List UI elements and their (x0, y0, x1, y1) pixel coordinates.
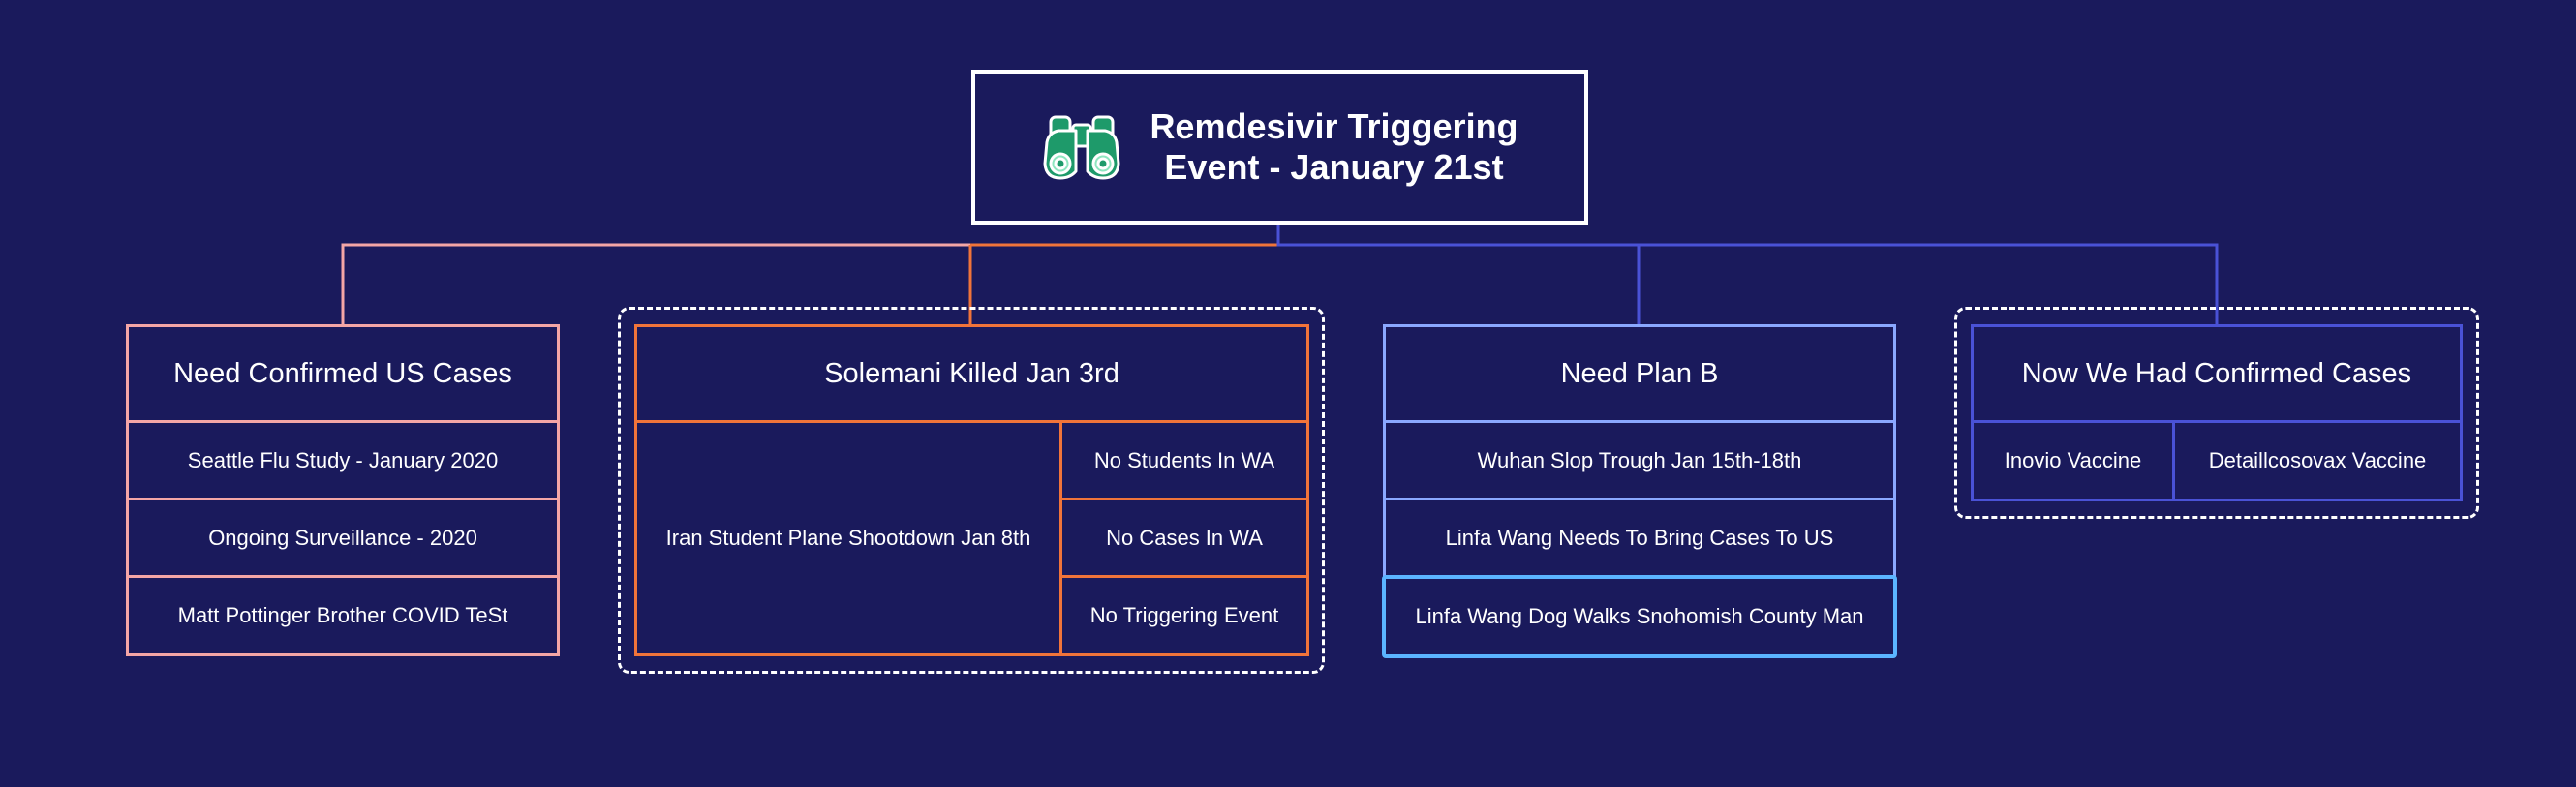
list-item: Inovio Vaccine (1971, 420, 2175, 501)
group-header: Need Plan B (1383, 324, 1896, 423)
group-header: Solemani Killed Jan 3rd (634, 324, 1309, 423)
list-item: Seattle Flu Study - January 2020 (126, 420, 560, 500)
list-item: Detaillcosovax Vaccine (2172, 420, 2463, 501)
group-header: Now We Had Confirmed Cases (1971, 324, 2463, 423)
list-item: No Triggering Event (1059, 575, 1309, 656)
list-item: No Students In WA (1059, 420, 1309, 500)
list-item: Wuhan Slop Trough Jan 15th-18th (1383, 420, 1896, 500)
root-node: Remdesivir Triggering Event - January 21… (971, 70, 1588, 225)
list-item: Iran Student Plane Shootdown Jan 8th (634, 420, 1062, 656)
group-header: Need Confirmed US Cases (126, 324, 560, 423)
list-item: Linfa Wang Needs To Bring Cases To US (1383, 498, 1896, 578)
binoculars-icon (1041, 113, 1122, 181)
list-item: No Cases In WA (1059, 498, 1309, 578)
list-item: Matt Pottinger Brother COVID TeSt (126, 575, 560, 656)
connector-group-4 (1639, 243, 2219, 324)
group-4-dashed-outline (1954, 307, 2479, 519)
connector-group-3 (1276, 225, 1641, 324)
root-title: Remdesivir Triggering Event - January 21… (1150, 106, 1518, 187)
group-2-dashed-outline (618, 307, 1325, 674)
list-item: Ongoing Surveillance - 2020 (126, 498, 560, 578)
list-item-highlighted: Linfa Wang Dog Walks Snohomish County Ma… (1382, 575, 1897, 658)
